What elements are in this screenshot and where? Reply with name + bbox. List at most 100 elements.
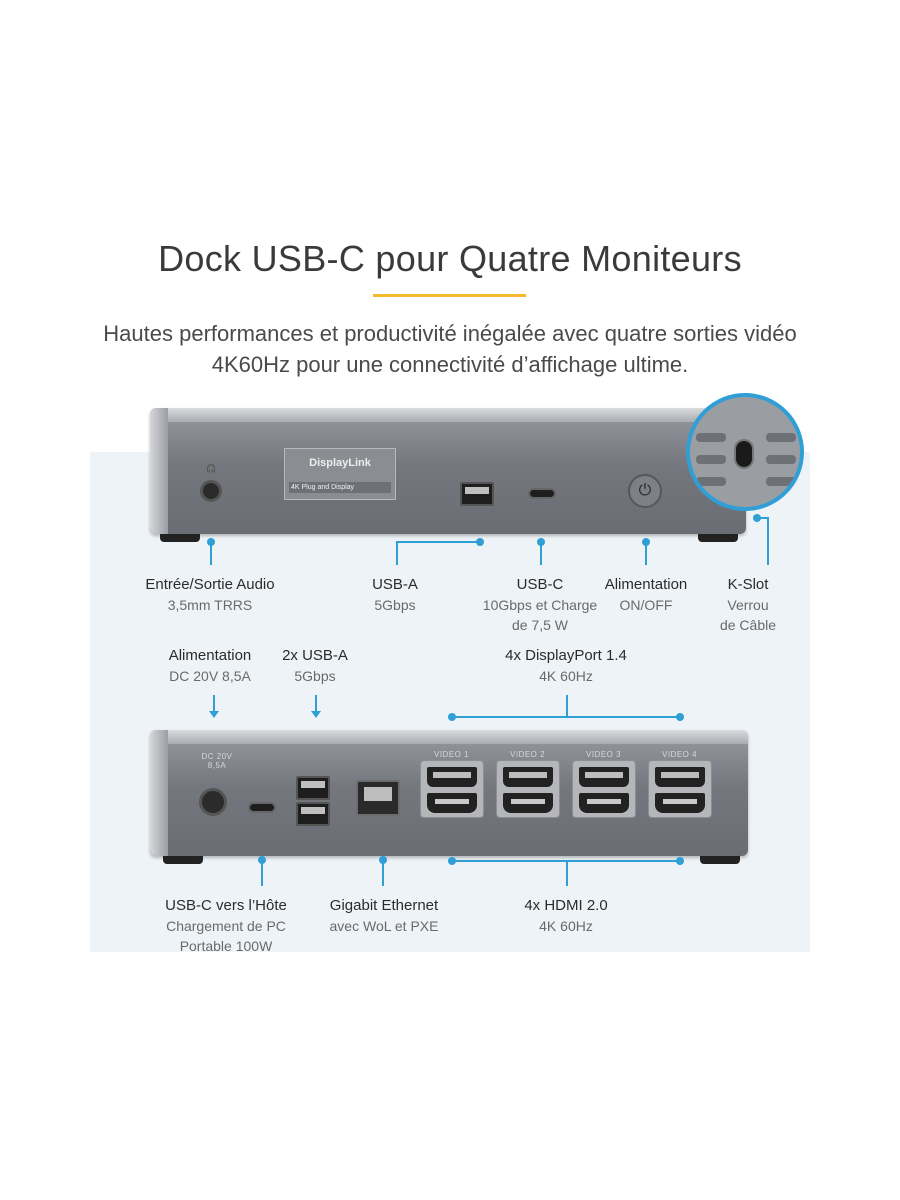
label-sub: 5Gbps <box>374 597 416 613</box>
callout-line-2usba <box>315 695 317 711</box>
callout-line-power <box>645 543 647 565</box>
vent-slot <box>766 433 796 442</box>
kslot-zoom-circle <box>686 393 804 511</box>
device-foot <box>163 856 203 864</box>
callout-dot-kslot <box>753 514 761 522</box>
kensington-slot <box>734 439 754 469</box>
device-foot <box>160 534 200 542</box>
hdmi-port <box>579 793 629 813</box>
displayport-port <box>427 767 477 787</box>
front-usb-c-port <box>528 488 556 499</box>
video-output-4 <box>648 760 712 818</box>
video-4-label: VIDEO 4 <box>662 750 698 759</box>
label-sub: 4K 60Hz <box>539 668 593 684</box>
label-ethernet: Gigabit Ethernet avec WoL et PXE <box>306 896 462 936</box>
callout-dot-usba <box>476 538 484 546</box>
device-top-lip <box>150 730 748 744</box>
label-sub2: de Câble <box>719 617 777 633</box>
vent-slot <box>766 455 796 464</box>
callout-dot-hdmi-right <box>676 857 684 865</box>
callout-line-usba-h <box>396 541 480 543</box>
label-host-usbc: USB-C vers l’Hôte Chargement de PC Porta… <box>146 896 306 956</box>
label-title: Alimentation <box>168 647 252 664</box>
callout-line-ethernet <box>382 860 384 886</box>
label-sub: 10Gbps et Charge <box>482 597 598 613</box>
dc-port-label: DC 20V 8,5A <box>201 752 233 770</box>
page-title: Dock USB-C pour Quatre Moniteurs <box>158 238 742 279</box>
label-title: USB-C vers l’Hôte <box>165 897 287 914</box>
callout-arrow-dc <box>209 711 219 718</box>
label-sub: 4K 60Hz <box>539 918 593 934</box>
vent-slot <box>696 455 726 464</box>
headset-icon: 🎧 <box>206 464 217 473</box>
label-title: Gigabit Ethernet <box>329 897 439 914</box>
label-sub2: Portable 100W <box>179 938 273 954</box>
label-title: 4x DisplayPort 1.4 <box>505 647 627 664</box>
callout-dot-dp-left <box>448 713 456 721</box>
label-title: USB-C <box>516 576 564 593</box>
callout-line-dc <box>213 695 215 711</box>
device-left-cap <box>150 730 168 856</box>
label-sub: ON/OFF <box>619 597 673 613</box>
callout-dot-ethernet <box>379 856 387 864</box>
video-output-3 <box>572 760 636 818</box>
label-sub2: de 7,5 W <box>511 617 569 633</box>
callout-dot-usbc <box>537 538 545 546</box>
callout-dot-audio <box>207 538 215 546</box>
audio-jack-port <box>200 480 222 502</box>
label-kslot: K-Slot Verrou de Câble <box>705 575 791 635</box>
label-hdmi: 4x HDMI 2.0 4K 60Hz <box>486 896 646 936</box>
displayport-port <box>579 767 629 787</box>
device-foot <box>700 856 740 864</box>
ethernet-port <box>356 780 400 816</box>
label-title: 4x HDMI 2.0 <box>524 897 608 914</box>
hdmi-port <box>655 793 705 813</box>
callout-dot-power <box>642 538 650 546</box>
dock-back-view: DC 20V 8,5A VIDEO 1 VIDEO 2 VIDEO 3 VIDE… <box>150 730 748 856</box>
label-power: Alimentation ON/OFF <box>590 575 702 615</box>
label-audio: Entrée/Sortie Audio 3,5mm TRRS <box>110 575 310 615</box>
callout-line-hdmi-v <box>566 860 568 886</box>
callout-line-usba-v <box>396 541 398 565</box>
video-output-2 <box>496 760 560 818</box>
label-title: K-Slot <box>727 576 769 593</box>
label-sub: Verrou <box>727 597 769 613</box>
hdmi-port <box>427 793 477 813</box>
vent-slot <box>766 477 796 486</box>
background-panel <box>90 452 810 952</box>
displaylink-logo-sub: 4K Plug and Display <box>289 482 391 493</box>
label-sub: Chargement de PC <box>166 918 286 934</box>
device-left-cap <box>150 408 168 534</box>
label-title: Alimentation <box>604 576 688 593</box>
hdmi-port <box>503 793 553 813</box>
video-3-label: VIDEO 3 <box>586 750 622 759</box>
vent-slot <box>696 433 726 442</box>
displaylink-logo-text: DisplayLink <box>309 457 371 469</box>
label-title: Entrée/Sortie Audio <box>145 576 275 593</box>
label-title: 2x USB-A <box>282 647 348 664</box>
device-foot <box>698 534 738 542</box>
label-sub: 5Gbps <box>294 668 336 684</box>
subtitle-line-2: 4K60Hz pour une connectivité d’affichage… <box>211 352 689 377</box>
host-usb-c-port <box>248 802 276 813</box>
label-usb-c: USB-C 10Gbps et Charge de 7,5 W <box>450 575 630 635</box>
label-displayport: 4x DisplayPort 1.4 4K 60Hz <box>456 646 676 686</box>
device-top-lip <box>150 408 746 422</box>
vent-slot <box>696 477 726 486</box>
dc-power-port <box>199 788 227 816</box>
callout-line-audio <box>210 543 212 565</box>
back-usb-a-port-1 <box>296 776 330 800</box>
callout-line-host-usbc <box>261 860 263 886</box>
dock-front-view: 🎧 DisplayLink 4K Plug and Display ⏻ <box>150 408 746 534</box>
video-output-1 <box>420 760 484 818</box>
label-sub: avec WoL et PXE <box>329 918 439 934</box>
subtitle-line-1: Hautes performances et productivité inég… <box>103 321 797 346</box>
callout-dot-hdmi-left <box>448 857 456 865</box>
power-button-icon: ⏻ <box>628 474 662 508</box>
callout-line-kslot-h <box>757 517 769 519</box>
callout-dot-host-usbc <box>258 856 266 864</box>
front-usb-a-port <box>460 482 494 506</box>
callout-arrow-2usba <box>311 711 321 718</box>
title-underline <box>373 294 526 297</box>
callout-line-dp-h <box>452 716 682 718</box>
